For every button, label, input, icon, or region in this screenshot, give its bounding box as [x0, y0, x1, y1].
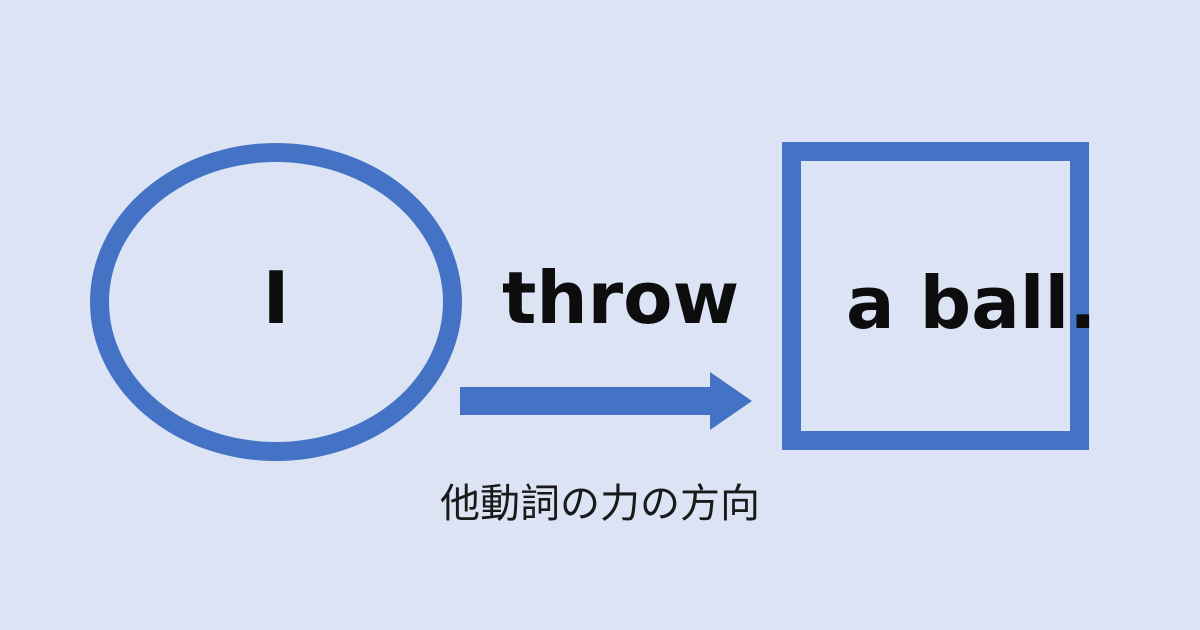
right-arrow-icon [460, 372, 752, 430]
object-label: a ball. [846, 261, 1097, 345]
object-square [782, 142, 1089, 450]
verb-label: throw [502, 256, 740, 340]
diagram-caption: 他動詞の力の方向 [440, 481, 760, 527]
arrow-shape [460, 372, 752, 430]
subject-label: I [262, 256, 290, 340]
